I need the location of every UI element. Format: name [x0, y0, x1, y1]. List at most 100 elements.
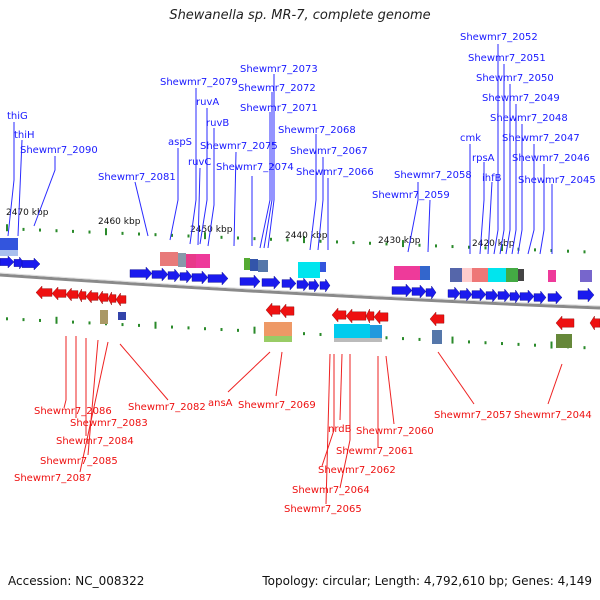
gene-label: ruvA [196, 97, 219, 108]
tick-mark [171, 233, 173, 237]
forward-gene-arrow [167, 268, 181, 283]
feature-block [186, 254, 196, 268]
feature-block [580, 270, 592, 282]
gene-label: Shewmr7_2061 [336, 446, 414, 457]
tick-mark [171, 325, 173, 329]
reverse-gene-arrow [115, 292, 127, 307]
feature-block [450, 268, 462, 282]
forward-gene-arrow [447, 286, 461, 301]
gene-label: ihfB [482, 173, 502, 184]
gene-label: Shewmr7_2049 [482, 93, 560, 104]
forward-gene-arrow [21, 257, 41, 271]
tick-mark [402, 337, 404, 341]
feature-block [556, 334, 572, 348]
gene-label: Shewmr7_2048 [490, 113, 568, 124]
leaders-top [7, 44, 553, 255]
feature-block [334, 324, 370, 338]
forward-gene-arrow [519, 289, 535, 304]
tick-mark [88, 230, 91, 234]
tick-mark [501, 342, 503, 346]
tick-mark [72, 320, 74, 324]
gene-label: Shewmr7_2081 [98, 172, 176, 183]
reverse-gene-arrow [555, 315, 575, 331]
tick-mark [336, 240, 338, 244]
tick-mark [534, 343, 536, 347]
reverse-gene-arrow [85, 289, 99, 304]
tick-mark [55, 316, 58, 324]
forward-gene-arrow [13, 256, 25, 270]
scale-label: 2440 kbp [285, 231, 328, 241]
tick-mark [22, 227, 25, 231]
forward-gene-arrow [151, 267, 169, 282]
scale-label: 2420 kbp [472, 239, 515, 249]
feature-block [264, 336, 292, 342]
feature-block [506, 268, 518, 282]
tick-mark [369, 241, 371, 245]
tick-mark [319, 239, 322, 243]
tick-mark [385, 336, 388, 340]
feature-block [100, 310, 108, 324]
gene-label: aspS [168, 137, 192, 148]
feature-block [258, 260, 268, 272]
feature-block [118, 312, 126, 320]
gene-label: Shewmr7_2062 [318, 465, 396, 476]
forward-gene-arrow [281, 276, 297, 291]
feature-block [488, 268, 506, 282]
reverse-genes [35, 285, 600, 331]
feature-block [0, 250, 18, 256]
gene-label: Shewmr7_2058 [394, 170, 472, 181]
forward-gene-arrow [261, 275, 281, 290]
feature-block [394, 266, 420, 280]
tick-mark [121, 231, 124, 235]
forward-gene-arrow [459, 287, 473, 302]
forward-gene-arrow [0, 255, 15, 269]
tick-mark [402, 240, 404, 248]
tick-mark [484, 246, 487, 250]
gene-label: Shewmr7_2072 [238, 83, 316, 94]
scale-label: 2460 kbp [98, 217, 141, 227]
forward-gene-arrow [425, 285, 437, 300]
scale-label: 2430 kbp [378, 236, 421, 246]
tick-mark [237, 236, 239, 240]
forward-gene-arrow [547, 290, 563, 305]
reverse-gene-arrow [279, 303, 295, 319]
forward-gene-arrow [207, 271, 229, 286]
feature-block [250, 259, 258, 271]
tick-mark [583, 346, 586, 350]
feature-block [472, 268, 488, 282]
leaders-bottom [63, 336, 563, 505]
gene-label: Shewmr7_2075 [200, 141, 278, 152]
tick-mark [468, 340, 470, 344]
gene-label: Shewmr7_2087 [14, 473, 92, 484]
gene-label: rpsA [472, 153, 495, 164]
feature-block [370, 325, 382, 339]
tick-mark [468, 245, 470, 249]
tick-mark [303, 236, 305, 244]
tick-mark [501, 244, 503, 252]
feature-block [244, 258, 250, 270]
reverse-gene-arrow [65, 287, 79, 302]
forward-gene-arrow [308, 278, 320, 293]
gene-label: Shewmr7_2047 [502, 133, 580, 144]
forward-gene-arrow [239, 274, 261, 289]
tick-mark [534, 248, 536, 252]
gene-label: thiH [14, 130, 35, 141]
gene-label: cmk [460, 133, 481, 144]
tick-mark [204, 327, 206, 331]
gene-label: thiG [7, 111, 28, 122]
feature-blocks [0, 238, 592, 348]
reverse-gene-arrow [373, 309, 389, 325]
feature-block [548, 270, 556, 282]
gene-label: ruvC [188, 157, 211, 168]
tick-mark [451, 336, 454, 344]
tick-mark [352, 241, 355, 245]
tick-mark [138, 232, 140, 236]
tick-mark [204, 232, 206, 240]
gene-label: Shewmr7_2065 [284, 504, 362, 515]
tick-mark [187, 326, 190, 330]
forward-gene-arrow [485, 288, 499, 303]
gene-label: Shewmr7_2046 [512, 153, 590, 164]
gene-label: Shewmr7_2051 [468, 53, 546, 64]
tick-mark [6, 317, 8, 321]
